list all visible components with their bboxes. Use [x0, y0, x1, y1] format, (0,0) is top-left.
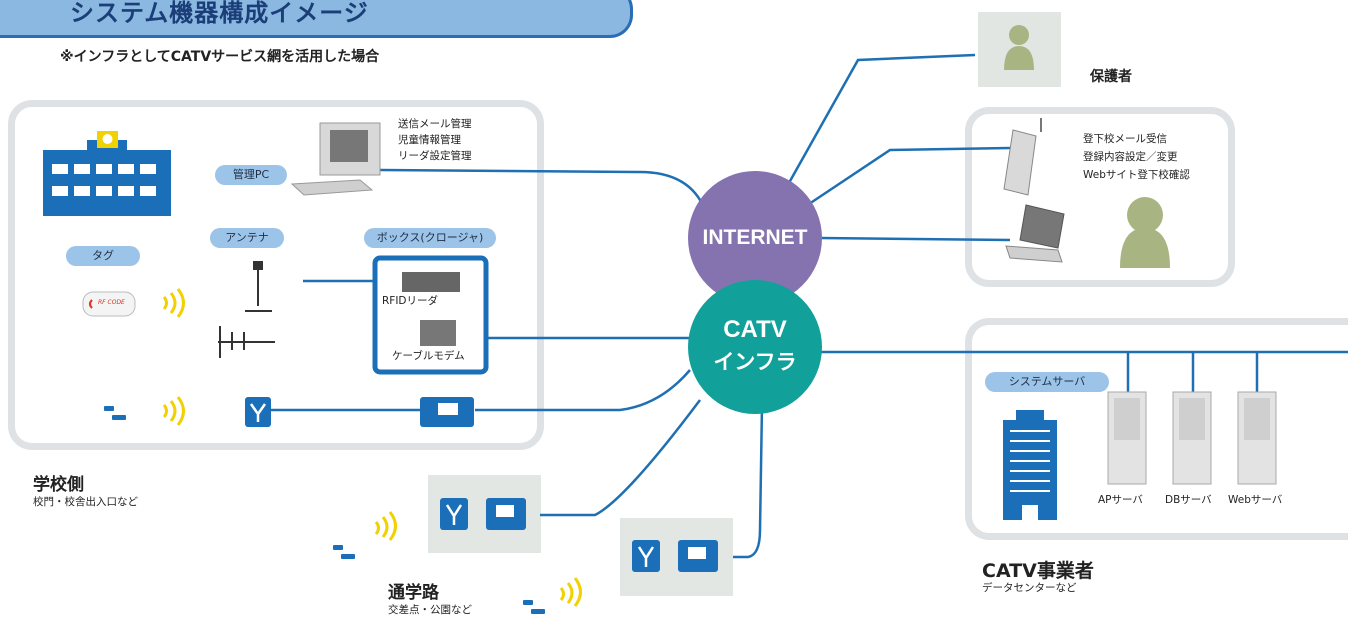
school-modem-device-icon: [420, 397, 474, 427]
web-server-label: Webサーバ: [1228, 494, 1283, 506]
route-section-sub: 交差点・公園など: [388, 604, 472, 616]
catv-label-line1: CATV: [723, 316, 787, 343]
internet-circle: [688, 171, 822, 305]
wave-icons: [162, 288, 582, 607]
operator-section-title: CATV事業者: [982, 560, 1094, 582]
office-building-icon: [1003, 410, 1057, 520]
school-section-sub: 校門・校舎出入口など: [33, 496, 138, 508]
line-school-catv: [475, 369, 691, 412]
route1-modem-device-icon: [486, 498, 526, 530]
laptop-icon: [1005, 204, 1065, 263]
ap-server-icon: [1107, 391, 1147, 485]
system-server-pill: システムサーバ: [985, 372, 1109, 392]
db-server-label: DBサーバ: [1165, 494, 1212, 506]
guardian-feature-2: 登録内容設定／変更: [1083, 151, 1178, 163]
admin-pc-desc-3: リーダ設定管理: [398, 150, 472, 162]
antenna-pill: アンテナ: [210, 228, 284, 248]
catv-label-line2: インフラ: [713, 351, 797, 374]
admin-pc-pill: 管理PC: [215, 165, 287, 185]
admin-pc-desc-1: 送信メール管理: [398, 118, 472, 130]
route1-antenna-device-icon: [440, 498, 468, 530]
school-section-title: 学校側: [33, 475, 84, 495]
guardian-feature-1: 登下校メール受信: [1083, 133, 1167, 145]
school-antenna-device-icon: [245, 397, 271, 427]
page-subtitle: ※インフラとしてCATVサービス網を活用した場合: [60, 49, 380, 65]
rfid-reader-device: [402, 272, 460, 292]
line-route1-catv: [540, 399, 701, 517]
admin-pc-icon: [290, 122, 381, 196]
operator-section-sub: データセンターなど: [982, 582, 1077, 594]
beacon-icons: [104, 406, 545, 614]
tag-logo-text: RF CODE: [98, 299, 125, 306]
line-pc-internet: [379, 168, 707, 211]
antenna-icon: [218, 261, 275, 358]
cable-modem-device: [420, 320, 456, 346]
line-route2-catv: [733, 404, 764, 559]
route2-modem-device-icon: [678, 540, 718, 572]
page-title: システム機器構成イメージ: [70, 0, 369, 27]
title-banner: [0, 0, 633, 38]
db-server-icon: [1172, 391, 1212, 485]
mobile-phone-icon: [1003, 118, 1042, 196]
line-internet-guardian-top: [783, 53, 976, 191]
catv-circle: [688, 280, 822, 414]
route2-antenna-device-icon: [632, 540, 660, 572]
guardian-title: 保護者: [1090, 69, 1132, 85]
internet-label: INTERNET: [702, 226, 808, 249]
guardian-feature-3: Webサイト登下校確認: [1083, 169, 1190, 181]
ap-server-label: APサーバ: [1098, 494, 1143, 506]
tag-pill: タグ: [66, 246, 140, 266]
cable-modem-label: ケーブルモデム: [392, 350, 465, 362]
rfid-reader-label: RFIDリーダ: [382, 295, 439, 307]
line-internet-laptop: [819, 236, 1011, 242]
person-icon-guardian: [1120, 197, 1170, 268]
school-building-icon: [43, 131, 171, 216]
rfid-tag-icon: [82, 291, 136, 317]
person-icon-top: [1004, 25, 1034, 70]
admin-pc-desc-2: 児童情報管理: [398, 134, 461, 146]
line-internet-phone: [799, 146, 1011, 212]
web-server-icon: [1237, 391, 1277, 485]
route-section-title: 通学路: [388, 583, 439, 603]
box-pill: ボックス(クロージャ): [364, 228, 496, 248]
